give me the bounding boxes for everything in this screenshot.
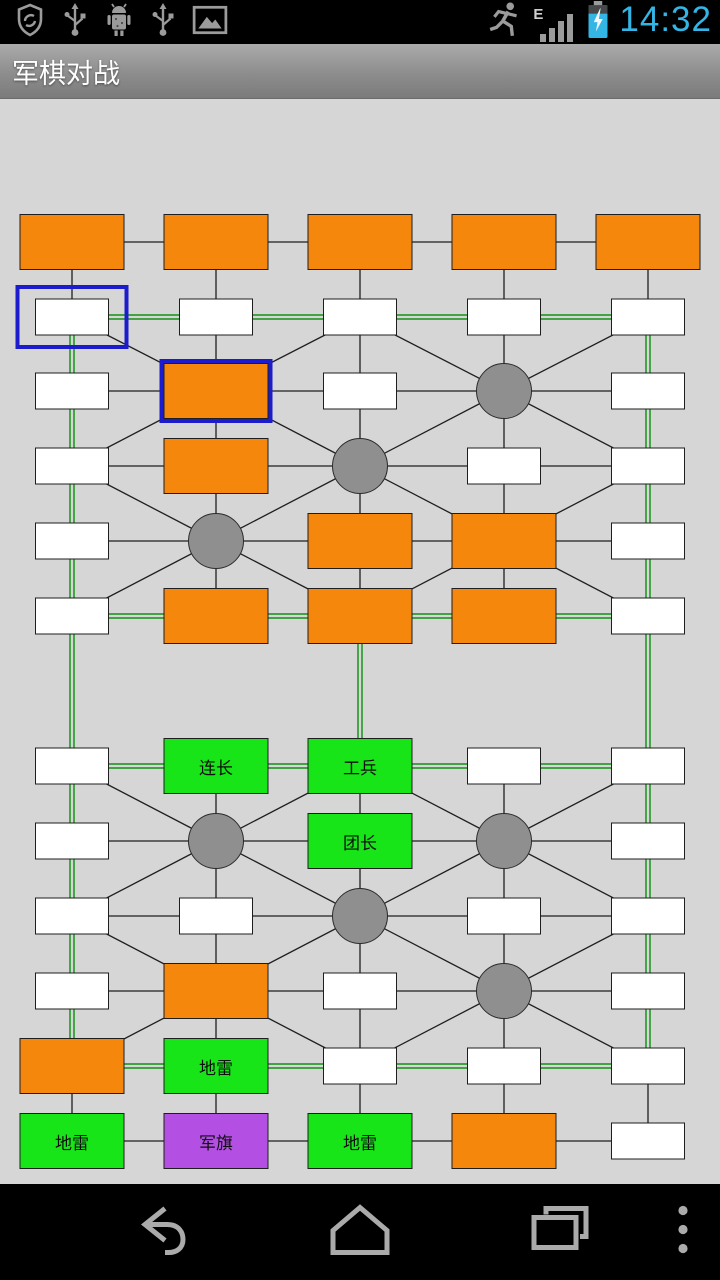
player-piece[interactable]: 地雷: [307, 1113, 413, 1169]
empty-slot[interactable]: [611, 447, 685, 485]
empty-slot[interactable]: [35, 972, 109, 1010]
empty-slot[interactable]: [467, 1047, 541, 1085]
empty-slot[interactable]: [35, 747, 109, 785]
enemy-piece[interactable]: [163, 438, 269, 494]
activity-runner-icon: [488, 1, 524, 44]
menu-icon[interactable]: [677, 1204, 689, 1261]
camp-circle[interactable]: [476, 363, 532, 419]
player-piece[interactable]: 连长: [163, 738, 269, 794]
piece-label: 地雷: [55, 1133, 89, 1153]
empty-slot[interactable]: [35, 897, 109, 935]
enemy-piece[interactable]: [307, 588, 413, 644]
enemy-piece[interactable]: [19, 214, 125, 270]
empty-slot[interactable]: [179, 298, 253, 336]
enemy-piece[interactable]: [163, 963, 269, 1019]
camp-circle[interactable]: [188, 813, 244, 869]
enemy-piece[interactable]: [163, 363, 269, 419]
gallery-icon: [192, 5, 228, 40]
empty-slot[interactable]: [611, 298, 685, 336]
selection-highlight: [15, 285, 129, 349]
empty-slot[interactable]: [611, 372, 685, 410]
empty-slot[interactable]: [35, 822, 109, 860]
enemy-piece[interactable]: [163, 588, 269, 644]
camp-circle[interactable]: [332, 438, 388, 494]
signal-strength-icon: E: [533, 6, 577, 44]
empty-slot[interactable]: [467, 747, 541, 785]
piece-label: 工兵: [343, 758, 377, 778]
empty-slot[interactable]: [467, 447, 541, 485]
camp-circle[interactable]: [188, 513, 244, 569]
status-left-icons: [0, 2, 228, 43]
adb-debug-icon: [104, 3, 134, 42]
piece-label: 连长: [199, 758, 233, 778]
camp-circle[interactable]: [476, 963, 532, 1019]
enemy-piece[interactable]: [19, 1038, 125, 1094]
player-piece[interactable]: 地雷: [19, 1113, 125, 1169]
player-piece[interactable]: 团长: [307, 813, 413, 869]
empty-slot[interactable]: [323, 1047, 397, 1085]
empty-slot[interactable]: [35, 298, 109, 336]
network-type-label: E: [533, 6, 544, 23]
empty-slot[interactable]: [611, 747, 685, 785]
empty-slot[interactable]: [323, 298, 397, 336]
piece-label: 地雷: [343, 1133, 377, 1153]
shield-sync-icon: [14, 3, 46, 42]
usb-icon: [151, 2, 175, 43]
empty-slot[interactable]: [467, 897, 541, 935]
empty-slot[interactable]: [35, 597, 109, 635]
empty-slot[interactable]: [179, 897, 253, 935]
enemy-piece[interactable]: [307, 513, 413, 569]
empty-slot[interactable]: [323, 372, 397, 410]
battery-charging-icon: [586, 1, 610, 44]
back-icon[interactable]: [129, 1201, 191, 1264]
enemy-piece[interactable]: [451, 1113, 557, 1169]
empty-slot[interactable]: [611, 972, 685, 1010]
selection-highlight: [159, 359, 273, 423]
enemy-piece[interactable]: [451, 588, 557, 644]
status-right-icons: E 14:32: [488, 0, 720, 44]
usb-icon: [63, 2, 87, 43]
empty-slot[interactable]: [35, 522, 109, 560]
piece-label: 团长: [343, 833, 377, 853]
empty-slot[interactable]: [35, 372, 109, 410]
enemy-piece[interactable]: [451, 513, 557, 569]
navigation-bar: [0, 1184, 720, 1280]
camp-circle[interactable]: [476, 813, 532, 869]
status-bar: E 14:32: [0, 0, 720, 44]
empty-slot[interactable]: [611, 522, 685, 560]
empty-slot[interactable]: [323, 972, 397, 1010]
piece-label: 军旗: [199, 1133, 233, 1153]
flag-piece[interactable]: 军旗: [163, 1113, 269, 1169]
enemy-piece[interactable]: [595, 214, 701, 270]
title-bar: 军棋对战: [0, 44, 720, 99]
enemy-piece[interactable]: [163, 214, 269, 270]
enemy-piece[interactable]: [451, 214, 557, 270]
recents-icon[interactable]: [530, 1205, 590, 1260]
empty-slot[interactable]: [35, 447, 109, 485]
piece-label: 地雷: [199, 1058, 233, 1078]
player-piece[interactable]: 工兵: [307, 738, 413, 794]
clock: 14:32: [619, 0, 712, 39]
camp-circle[interactable]: [332, 888, 388, 944]
app-title: 军棋对战: [12, 58, 120, 89]
player-piece[interactable]: 地雷: [163, 1038, 269, 1094]
empty-slot[interactable]: [611, 597, 685, 635]
empty-slot[interactable]: [611, 822, 685, 860]
empty-slot[interactable]: [467, 298, 541, 336]
empty-slot[interactable]: [611, 1047, 685, 1085]
home-icon[interactable]: [329, 1203, 391, 1262]
enemy-piece[interactable]: [307, 214, 413, 270]
empty-slot[interactable]: [611, 897, 685, 935]
empty-slot[interactable]: [611, 1122, 685, 1160]
